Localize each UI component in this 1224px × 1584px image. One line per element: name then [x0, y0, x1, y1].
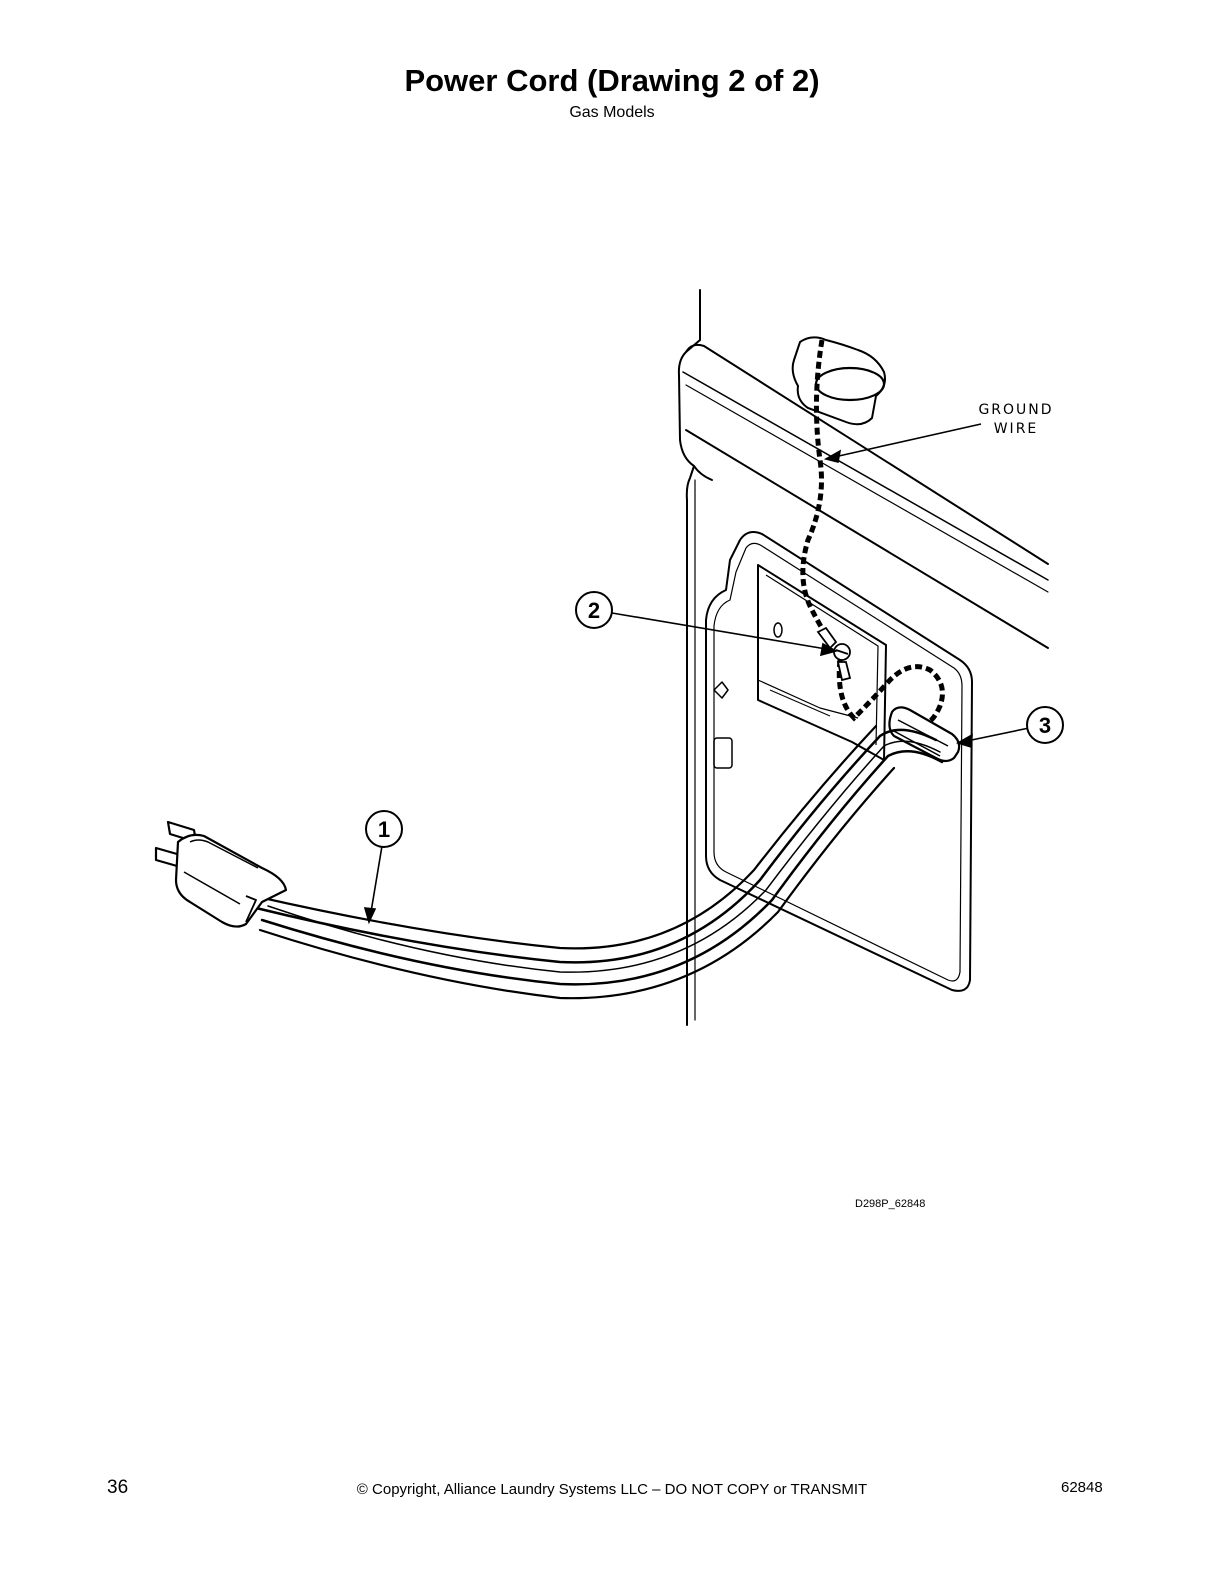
- plug: [154, 820, 288, 928]
- callout-3: 3: [1026, 706, 1064, 744]
- leader-lines: [363, 423, 1030, 925]
- callout-1-label: 1: [378, 817, 390, 842]
- footer-page-number: 36: [107, 1477, 129, 1498]
- power-cord: [252, 724, 944, 1000]
- footer-doc-number: 62848: [1061, 1479, 1103, 1496]
- footer-copyright: © Copyright, Alliance Laundry Systems LL…: [356, 1481, 868, 1498]
- page-title: Power Cord (Drawing 2 of 2): [404, 63, 820, 98]
- ground-wire-loop: [836, 659, 945, 727]
- ground-wire-label-line1: GROUND: [978, 402, 1053, 418]
- callout-3-label: 3: [1039, 713, 1051, 738]
- ground-wire: [800, 339, 839, 652]
- cabinet-frame: [677, 289, 1049, 1026]
- ground-wire-label-line2: WIRE: [994, 421, 1039, 437]
- access-panel: [705, 531, 973, 992]
- callout-2-label: 2: [588, 598, 600, 623]
- ground-screw: [816, 626, 852, 682]
- callout-2: 2: [575, 591, 613, 629]
- page-subtitle: Gas Models: [569, 104, 655, 121]
- callout-1: 1: [365, 810, 403, 848]
- ground-knockout: [791, 336, 886, 426]
- drawing-id: D298P_62848: [855, 1198, 926, 1210]
